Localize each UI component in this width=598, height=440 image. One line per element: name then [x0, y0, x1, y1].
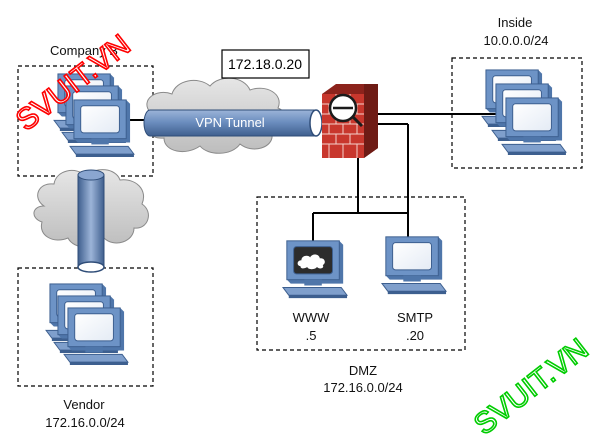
- workstation-icon: [69, 99, 135, 158]
- www-label: WWW: [293, 310, 331, 325]
- vendor-workstations: [45, 283, 129, 366]
- vpn-tunnel-label: VPN Tunnel: [195, 115, 264, 130]
- workstation-icon: [501, 97, 567, 156]
- dmz-title: DMZ: [349, 363, 377, 378]
- smtp-label: SMTP: [397, 310, 433, 325]
- outside-ip-label: 172.18.0.20: [228, 56, 302, 72]
- www-server-icon: [282, 240, 348, 299]
- workstation-icon: [63, 307, 129, 366]
- inside-box: [451, 57, 583, 169]
- dmz-box: [256, 196, 466, 351]
- vendor-network: 172.16.0.0/24: [45, 415, 125, 430]
- outside-ip-box: 172.18.0.20: [221, 49, 310, 79]
- dmz-network: 172.16.0.0/24: [323, 380, 403, 395]
- company-b-label: Company B: [50, 43, 118, 58]
- watermark-bottom-right: SVUIT.VN: [468, 332, 595, 440]
- firewall-icon: [322, 84, 378, 158]
- inside-network: 10.0.0.0/24: [483, 33, 548, 48]
- vpn-tunnel-vertical: [77, 169, 105, 273]
- inside-title: Inside: [498, 15, 533, 30]
- vendor-title: Vendor: [63, 397, 105, 412]
- smtp-host: .20: [406, 328, 424, 343]
- www-host: .5: [306, 328, 317, 343]
- vpn-tunnel-horizontal: [143, 109, 323, 137]
- inside-workstations: [481, 69, 567, 156]
- smtp-server-icon: [381, 236, 447, 295]
